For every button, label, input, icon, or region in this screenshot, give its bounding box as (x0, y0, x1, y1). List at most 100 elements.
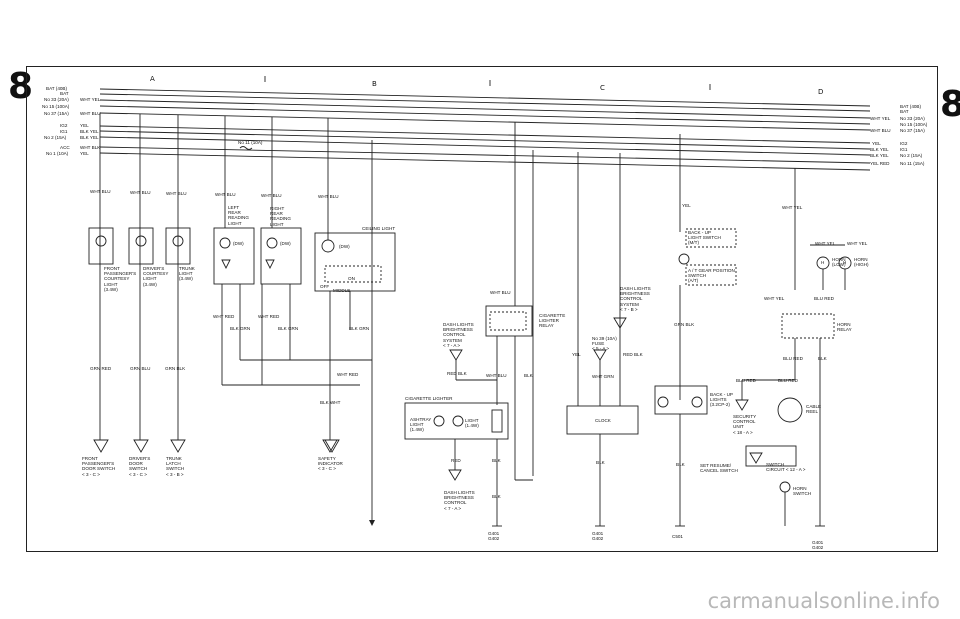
rbus-wire-ig2: YEL (872, 141, 881, 146)
horn-h-mark: H (821, 260, 825, 265)
cable-reel-label: CABLE REEL (806, 404, 822, 415)
rbus-label-fuse2: No 2 (15A) (900, 153, 923, 158)
wire-label: GRN BLK (165, 366, 186, 371)
wire-label: WHT YEL (815, 241, 836, 246)
ceiling-light-label: CEILING LIGHT (362, 226, 396, 231)
cigarette-relay-label: CIGARETTE LIGHTER RELAY (539, 313, 566, 329)
wire-label: BLU RED (814, 296, 834, 301)
column-label-b: B (372, 80, 377, 88)
bus-label-fuse2: No 2 (15A) (44, 135, 67, 140)
ground-label: C501 (672, 534, 683, 539)
wire-label: WHT BLU (90, 189, 111, 194)
switch-on-label: ON (348, 276, 355, 281)
dw-mark: (DW) (339, 244, 350, 249)
wire-label: RED BLK (623, 352, 643, 357)
driver-courtesy-light-label: DRIVER'S COURTESY LIGHT (3.4W) (143, 266, 169, 287)
dash-control-label-b: DASH LIGHTS BRIGHTNESS CONTROL SYSTEM < … (620, 286, 651, 312)
page-number-left: 8 (8, 66, 34, 107)
ashtray-light-label: ASHTRAY LIGHT (1.4W) (410, 417, 432, 433)
column-label-a: A (150, 75, 155, 83)
rbus-wire-fuse2: BLK YEL (870, 153, 889, 158)
dash-control-label: DASH LIGHTS BRIGHTNESS CONTROL SYSTEM < … (443, 322, 474, 348)
right-reading-light-label: RIGHT REAR READING LIGHT (270, 206, 291, 227)
wire-label: BLU RED (778, 378, 798, 383)
rbus-label-fuse15: No 15 (100A) (900, 122, 928, 127)
switch-off-label: OFF (320, 284, 330, 289)
wire-label: BLK (524, 373, 533, 378)
page-number-right: 8 (940, 84, 960, 125)
wire-label: WHT BLU (486, 373, 507, 378)
wire-label: BLK GRN (230, 326, 251, 331)
bus-label-ig2: IG2 (60, 123, 68, 128)
rbus-wire-ig1: BLK YEL (870, 147, 889, 152)
watermark: carmanualsonline.info (707, 589, 940, 613)
rbus-label-ig1: IG1 (900, 147, 908, 152)
set-resume-label: SET RESUME/ CANCEL SWITCH (700, 463, 738, 474)
horn-low-label: HORN (LOW) (832, 257, 846, 268)
rbus-label-fuse11: No 11 (15A) (900, 161, 925, 166)
wire-label: WHT RED (258, 314, 280, 319)
rbus-label-bat40b: BAT (40B) (900, 104, 922, 109)
wire-label: BLK (676, 462, 685, 467)
bus-wire-fuse37: WHT BLU (80, 111, 101, 116)
ground-label: G401 G402 (812, 540, 824, 551)
horn-relay-label: HORN RELAY (837, 322, 852, 333)
horn-high-label: HORN (HIGH) (854, 257, 869, 268)
wire-label: WHT YEL (847, 241, 868, 246)
clock-label: CLOCK (595, 418, 611, 423)
wire-label: BLK (818, 356, 827, 361)
wire-label: BLK GRN (349, 326, 370, 331)
left-reading-light-label: LEFT REAR READING LIGHT (228, 205, 249, 226)
backup-lights-label: BACK - UP LIGHTS (3.2CP-2) (710, 392, 733, 408)
wire-label: WHT BLU (166, 191, 187, 196)
column-label-d: D (818, 88, 824, 96)
wire-label: WHT GRN (592, 374, 614, 379)
front-door-switch-label: FRONT PASSENGER'S DOOR SWITCH < 3 - C > (82, 456, 116, 477)
wire-label: WHT BLU (215, 192, 236, 197)
wire-label: GRN BLK (674, 322, 695, 327)
dash-control-label-c: DASH LIGHTS BRIGHTNESS CONTROL < 7 - A > (444, 490, 475, 511)
wire-label: BLK (492, 458, 501, 463)
column-label-c: C (600, 84, 605, 92)
bus-label-fuse1: No 1 (10A) (46, 151, 69, 156)
diagram-frame (26, 66, 938, 552)
bus-label-ig1: IG1 (60, 129, 68, 134)
switch-middle-label: MIDDLE (333, 288, 351, 293)
wire-label: RED BLK (447, 371, 467, 376)
bus-label-fuse37: No 37 (15A) (44, 111, 69, 116)
bus-label-bat: BAT (60, 91, 69, 96)
wire-label: BLU RED (736, 378, 756, 383)
fuse-label-no11: No 11 (10A) (238, 140, 263, 145)
wire-label: BLK GRN (278, 326, 299, 331)
dw-mark: (DW) (233, 241, 244, 246)
cigarette-lighter-label: CIGARETTE LIGHTER (405, 396, 453, 401)
bus-wire-fuse33: WHT YEL (80, 97, 101, 102)
wire-label: WHT BLU (490, 290, 511, 295)
front-courtesy-light-label: FRONT PASSENGER'S COURTESY LIGHT (3.4W) (104, 266, 137, 292)
switch-circuit-label: SWITCH CIRCUIT < 12 - A > (766, 462, 806, 473)
wire-label: WHT BLU (130, 190, 151, 195)
wire-label: YEL (682, 203, 691, 208)
bus-wire-acc: WHT BLK (80, 145, 101, 150)
security-unit-label: SECURITY CONTROL UNIT < 18 - A > (733, 414, 757, 435)
driver-door-switch-label: DRIVER'S DOOR SWITCH < 3 - C > (129, 456, 151, 477)
rbus-wire-fuse37: WHT BLU (870, 128, 891, 133)
trunk-light-label: TRUNK LIGHT (3.4W) (179, 266, 195, 282)
wire-label: BLK (492, 494, 501, 499)
bus-label-acc: ACC (60, 145, 70, 150)
bus-wire-fuse1: YEL (80, 151, 89, 156)
backup-switch-label: BACK - UP LIGHT SWITCH (M/T) (688, 230, 721, 246)
wire-label: WHT BLU (318, 194, 339, 199)
dw-mark: (DW) (280, 241, 291, 246)
bus-label-fuse15: No 15 (100A) (42, 104, 70, 109)
bus-wire-ig1: BLK YEL (80, 129, 99, 134)
ground-label: G401 G402 (592, 531, 604, 542)
safety-indicator-label: SAFETY INDICATOR < 3 - C > (318, 456, 343, 472)
rbus-label-ig2: IG2 (900, 141, 908, 146)
wire-label: BLK WHT (320, 400, 341, 405)
fuse-39-label: No 39 (10A) FUSE < 5 - A > (592, 336, 617, 352)
bus-wire-ig2: YEL (80, 123, 89, 128)
wire-label: BLK (596, 460, 605, 465)
rbus-wire-fuse11: YEL RED (870, 161, 890, 166)
